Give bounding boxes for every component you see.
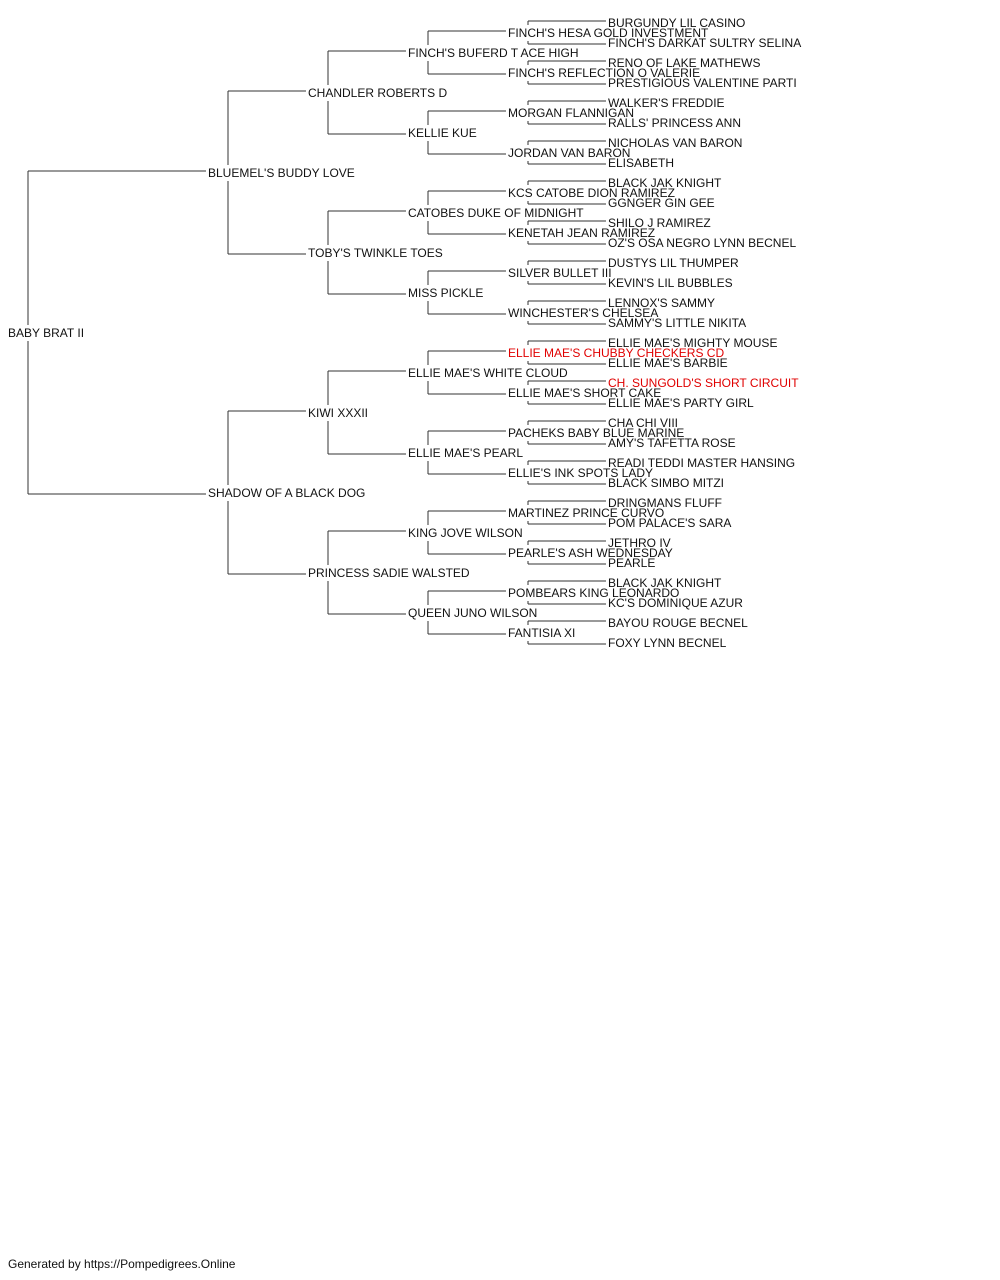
dog-name-gen5: BLACK JAK KNIGHT <box>608 176 722 190</box>
dog-name-gen4: FINCH'S REFLECTION O VALERIE <box>508 66 700 80</box>
dog-name-gen4: MARTINEZ PRINCE CURVO <box>508 506 664 520</box>
dog-name-gen4: POMBEARS KING LEONARDO <box>508 586 679 600</box>
dog-name-gen4: ELLIE'S INK SPOTS LADY <box>508 466 653 480</box>
dog-name-gen5: AMY'S TAFETTA ROSE <box>608 436 736 450</box>
dog-name-gen1: BLUEMEL'S BUDDY LOVE <box>208 166 355 180</box>
dog-name-gen5: POM PALACE'S SARA <box>608 516 731 530</box>
dog-name-gen5: SHILO J RAMIREZ <box>608 216 711 230</box>
dog-name-gen3: KELLIE KUE <box>408 126 477 140</box>
dog-name-gen5: BAYOU ROUGE BECNEL <box>608 616 748 630</box>
dog-name-gen5: KEVIN'S LIL BUBBLES <box>608 276 733 290</box>
dog-name-gen4: MORGAN FLANNIGAN <box>508 106 634 120</box>
dog-name-gen5: NICHOLAS VAN BARON <box>608 136 742 150</box>
dog-name-gen5: DUSTYS LIL THUMPER <box>608 256 739 270</box>
dog-name-gen4: WINCHESTER'S CHELSEA <box>508 306 658 320</box>
dog-name-gen2: TOBY'S TWINKLE TOES <box>308 246 443 260</box>
dog-name-gen3: CATOBES DUKE OF MIDNIGHT <box>408 206 584 220</box>
dog-name-gen5: PEARLE <box>608 556 655 570</box>
dog-name-gen3: KING JOVE WILSON <box>408 526 523 540</box>
dog-name-gen5: WALKER'S FREDDIE <box>608 96 725 110</box>
dog-name-gen3: ELLIE MAE'S WHITE CLOUD <box>408 366 568 380</box>
dog-name-gen5: ELISABETH <box>608 156 674 170</box>
dog-name-gen5: BURGUNDY LIL CASINO <box>608 16 745 30</box>
dog-name-gen5: ELLIE MAE'S PARTY GIRL <box>608 396 754 410</box>
footer-credit: Generated by https://Pompedigrees.Online <box>8 1257 236 1271</box>
dog-name-gen5: GGNGER GIN GEE <box>608 196 715 210</box>
dog-name-gen5: DRINGMANS FLUFF <box>608 496 722 510</box>
dog-name-gen4: FINCH'S HESA GOLD INVESTMENT <box>508 26 709 40</box>
pedigree-tree: BURGUNDY LIL CASINO FINCH'S DARKAT SULTRY… <box>8 16 801 650</box>
dog-name-gen0: BABY BRAT II <box>8 326 84 340</box>
dog-name-gen5: SAMMY'S LITTLE NIKITA <box>608 316 746 330</box>
dog-name-gen4: SILVER BULLET III <box>508 266 612 280</box>
dog-name-gen5: ELLIE MAE'S MIGHTY MOUSE <box>608 336 777 350</box>
dog-name-gen4: KENETAH JEAN RAMIREZ <box>508 226 655 240</box>
dog-name-gen3: QUEEN JUNO WILSON <box>408 606 537 620</box>
dog-name-gen5: RALLS' PRINCESS ANN <box>608 116 741 130</box>
dog-name-gen4: ELLIE MAE'S CHUBBY CHECKERS CD <box>508 346 724 360</box>
dog-name-gen3: ELLIE MAE'S PEARL <box>408 446 523 460</box>
dog-name-gen5: CH. SUNGOLD'S SHORT CIRCUIT <box>608 376 799 390</box>
dog-name-gen1: SHADOW OF A BLACK DOG <box>208 486 365 500</box>
dog-name-gen5: CHA CHI VIII <box>608 416 678 430</box>
dog-name-gen4: PACHEKS BABY BLUE MARINE <box>508 426 684 440</box>
dog-name-gen2: PRINCESS SADIE WALSTED <box>308 566 470 580</box>
dog-name-gen4: JORDAN VAN BARON <box>508 146 630 160</box>
dog-name-gen3: FINCH'S BUFERD T ACE HIGH <box>408 46 579 60</box>
dog-name-gen5: PRESTIGIOUS VALENTINE PARTI <box>608 76 797 90</box>
dog-name-gen5: BLACK JAK KNIGHT <box>608 576 722 590</box>
dog-name-gen5: OZ'S OSA NEGRO LYNN BECNEL <box>608 236 796 250</box>
dog-name-gen4: ELLIE MAE'S SHORT CAKE <box>508 386 661 400</box>
dog-name-gen5: RENO OF LAKE MATHEWS <box>608 56 760 70</box>
dog-name-gen2: CHANDLER ROBERTS D <box>308 86 447 100</box>
dog-name-gen5: BLACK SIMBO MITZI <box>608 476 724 490</box>
dog-name-gen5: JETHRO IV <box>608 536 671 550</box>
dog-name-gen4: KCS CATOBE DION RAMIREZ <box>508 186 675 200</box>
dog-name-gen5: FOXY LYNN BECNEL <box>608 636 727 650</box>
dog-name-gen2: KIWI XXXII <box>308 406 368 420</box>
dog-name-gen4: PEARLE'S ASH WEDNESDAY <box>508 546 673 560</box>
dog-name-gen5: FINCH'S DARKAT SULTRY SELINA <box>608 36 801 50</box>
dog-name-gen4: FANTISIA XI <box>508 626 575 640</box>
dog-name-gen3: MISS PICKLE <box>408 286 483 300</box>
dog-name-gen5: READI TEDDI MASTER HANSING <box>608 456 795 470</box>
dog-name-gen5: ELLIE MAE'S BARBIE <box>608 356 728 370</box>
dog-name-gen5: KC'S DOMINIQUE AZUR <box>608 596 743 610</box>
dog-name-gen5: LENNOX'S SAMMY <box>608 296 715 310</box>
